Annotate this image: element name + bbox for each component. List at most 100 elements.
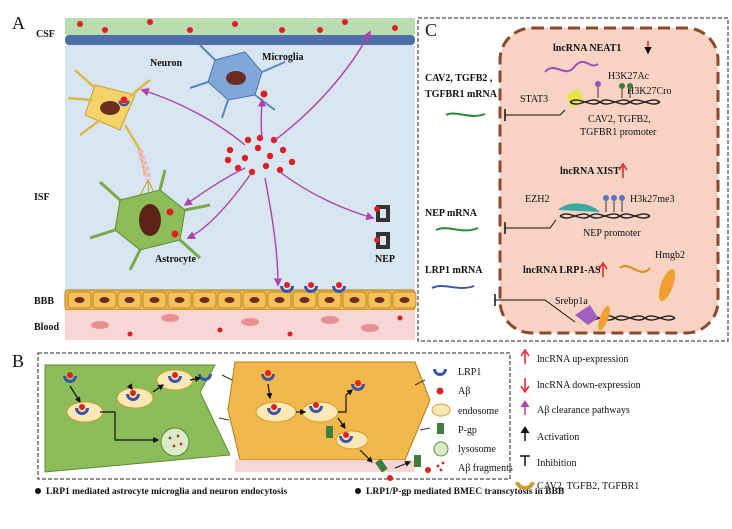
hmgb2-shape [658, 268, 676, 302]
caption-right-bullet [355, 488, 361, 494]
panel-a-letter: A [12, 13, 25, 33]
h3k27-marks-1 [595, 81, 633, 98]
abeta-dot [288, 158, 296, 166]
abeta-dot [234, 164, 242, 172]
ezh2-shape [558, 203, 600, 212]
abeta-dot [276, 166, 284, 174]
astrocyte-cell [89, 169, 211, 271]
blood-cell [321, 316, 339, 324]
legend-cav2: CAV2, TGFB2, TGFBR1 [537, 481, 639, 492]
csf-abeta [187, 27, 193, 33]
nep-mrna-label: NEP mRNA [425, 208, 478, 219]
cav2-legend-icon [515, 481, 535, 490]
blood-cell [397, 315, 403, 321]
panel-c-letter: C [425, 20, 437, 40]
csf-abeta [317, 27, 323, 33]
abeta-dot [262, 162, 270, 170]
xist-label: lncRNA XIST [560, 166, 620, 177]
legend-endosome: endosome [458, 406, 499, 417]
bbb-cell-nucleus [224, 297, 235, 303]
csf-abeta-dots [77, 19, 398, 33]
cav2-mrna-strand [445, 112, 486, 117]
abeta-cluster [224, 134, 296, 176]
abeta-dot [244, 136, 252, 144]
srebp1a-shape [575, 305, 598, 325]
blood-cells [91, 314, 403, 337]
csf-label: CSF [36, 29, 55, 40]
neat1-inhibition [505, 109, 566, 116]
cav2-mrna-line1: CAV2, TGFB2 , [425, 73, 493, 84]
h3k27ac-label: H3K27Ac [608, 71, 650, 82]
panel-b-letter: B [12, 351, 24, 371]
bbb-lrp1 [280, 282, 346, 293]
pgp-legend-icon [437, 423, 444, 434]
nep-label: NEP [375, 254, 395, 265]
promoter1-line1: CAV2, TGFB2, [588, 114, 651, 125]
abeta-dot [279, 146, 287, 154]
csf-band [65, 18, 415, 35]
legend-pathways: Aβ clearance pathways [537, 405, 630, 416]
abeta-dot [248, 168, 256, 176]
blood-cell [91, 321, 109, 329]
bbb-cell-nucleus [124, 297, 135, 303]
srebp1a-label: Srebp1a [555, 296, 588, 307]
legend-lysosome: lysosome [458, 444, 496, 455]
legend-up: lncRNA up-expression [537, 354, 628, 365]
caption-right: LRP1/P-gp mediated BMEC transcytosis in … [366, 487, 565, 497]
hmgb2-label: Hmgb2 [655, 250, 685, 261]
h3k27me3-marks [603, 195, 625, 212]
abeta-legend-icon [436, 387, 444, 395]
bbb-cell-nucleus [324, 297, 335, 303]
lrp1-mrna-label: LRP1 mRNA [425, 265, 483, 276]
lrp1-mrna-strand [431, 285, 475, 289]
csf-abeta [102, 27, 108, 33]
bbb-cell-nucleus [374, 297, 385, 303]
abeta-dot [270, 136, 278, 144]
bbb-cell-nucleus [249, 297, 260, 303]
legend-b: LRP1 Aβ endosome P-gp lysosome Aβ fragme… [431, 367, 513, 474]
nep-mrna-strand [435, 227, 479, 232]
xist-inhibition [505, 219, 557, 229]
bbb-cell-nucleus [99, 297, 110, 303]
bbb-cell-nucleus [74, 297, 85, 303]
h3k27me3-label: H3k27me3 [630, 194, 674, 205]
csf-membrane [65, 35, 415, 45]
isf-label: ISF [34, 192, 50, 203]
astrocyte-label: Astrocyte [155, 254, 196, 265]
abeta-dot [241, 154, 249, 162]
neuron-label: Neuron [150, 58, 182, 69]
promoter1-line2: TGFBR1 promoter [580, 127, 657, 138]
legend-pgp: P-gp [458, 425, 477, 436]
legend-activation: Activation [537, 432, 579, 443]
astrocyte-endocytosis [44, 364, 231, 473]
clearance-arrows [140, 30, 375, 287]
caption-left: LRP1 mediated astrocyte microglia and ne… [46, 487, 287, 497]
nep-promoter-label: NEP promoter [583, 228, 641, 239]
neat1-label: lncRNA NEAT1 [553, 43, 621, 54]
bbb-cell-nucleus [349, 297, 360, 303]
legend-right: lncRNA up-expression lncRNA down-express… [515, 348, 641, 492]
csf-abeta [342, 19, 348, 25]
fragments-legend-icon [436, 461, 445, 472]
h3k27cro-label: H3K27Cro [627, 86, 671, 97]
cav2-mrna-line2: TGFBR1 mRNA [425, 89, 498, 100]
neat1-rna [544, 60, 599, 73]
panel-c: C lncRNA NEAT1 H3K27Ac H3K27Cro STAT3 CA… [417, 17, 729, 342]
csf-abeta [77, 21, 83, 27]
csf-abeta [392, 25, 398, 31]
blood-cell [241, 318, 259, 326]
microglia-label: Microglia [262, 52, 303, 63]
inhibition-icon [520, 455, 530, 466]
microglia-cell [189, 44, 286, 119]
blood-cell [361, 324, 379, 332]
csf-abeta [232, 21, 238, 27]
blood-cell [161, 314, 179, 322]
blood-cell [217, 327, 223, 333]
legend-abeta: Aβ [458, 386, 470, 397]
lrp1as-rna [619, 265, 651, 273]
stat3-label: STAT3 [520, 94, 548, 105]
bbb-cell-nucleus [299, 297, 310, 303]
legend-inhibition: Inhibition [537, 458, 576, 469]
legend-lrp1: LRP1 [458, 367, 481, 378]
